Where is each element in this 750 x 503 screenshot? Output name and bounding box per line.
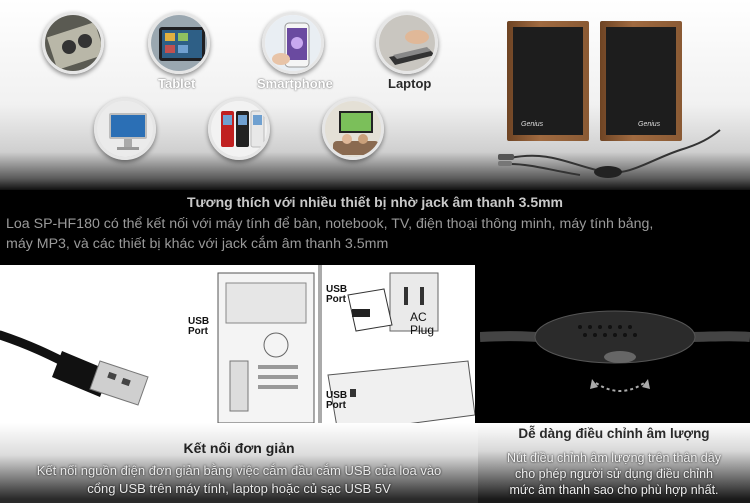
device-circle-smartphone [262, 12, 324, 74]
connect-section-bg [0, 423, 478, 503]
tv-icon [325, 101, 381, 157]
smartphone-icon [265, 15, 321, 71]
device-circle-tablet [148, 12, 210, 74]
usb-plug-panel [0, 265, 178, 423]
compat-line-2: máy MP3, và các thiết bị khác với jack c… [6, 236, 389, 252]
device-label-smartphone: Smartphone [257, 76, 333, 91]
device-circle-desktop [94, 98, 156, 160]
stereo-icon [45, 15, 101, 71]
device-circle-tv [322, 98, 384, 160]
connect-line-1: Kết nối nguồn điện đơn giản bằng việc cắ… [36, 463, 442, 478]
volume-line-3: mức âm thanh sao cho phù hợp nhất. [509, 483, 719, 497]
volume-section-bg [478, 423, 750, 503]
tablet-icon [151, 15, 207, 71]
volume-control-panel [480, 265, 750, 423]
speaker-brand-right: Genius [638, 121, 661, 128]
compat-description: Loa SP-HF180 có thể kết nối với máy tính… [6, 214, 744, 254]
ac-plug-label: AC Plug [410, 310, 435, 337]
usb-port-label-laptop: USB Port [326, 390, 348, 411]
usb-diagram-panel: USB Port USB Port AC Plug USB Port [178, 265, 475, 438]
device-circle-mp3 [208, 98, 270, 160]
laptop-icon [379, 15, 435, 71]
speaker-right: Genius [600, 21, 682, 141]
usb-plug-icon [0, 330, 149, 406]
device-label-tablet: Tablet [158, 76, 196, 91]
speaker-cable-icon [498, 129, 721, 178]
speaker-left: Genius [507, 21, 589, 141]
volume-line-2: cho phép người sử dụng điều chỉnh [515, 467, 713, 481]
device-circle-stereo [42, 12, 104, 74]
connect-description: Kết nối nguồn điện đơn giản bằng việc cắ… [14, 462, 464, 498]
volume-title: Dễ dàng điều chỉnh âm lượng [518, 426, 710, 441]
desktop-monitor-icon [97, 101, 153, 157]
device-label-laptop: Laptop [388, 76, 432, 91]
device-circle-laptop [376, 12, 438, 74]
compat-section: Tương thích với nhiều thiết bị nhờ jack … [0, 190, 750, 262]
volume-description: Nút điều chỉnh âm lượng trên thân dây ch… [486, 450, 742, 498]
compat-title: Tương thích với nhiều thiết bị nhờ jack … [186, 194, 564, 210]
volume-control-icon [480, 310, 750, 392]
volume-line-1: Nút điều chỉnh âm lượng trên thân dây [507, 451, 721, 465]
computer-diagram-icon [217, 265, 475, 438]
speaker-brand-left: Genius [521, 121, 544, 128]
usb-port-label-tower: USB Port [188, 316, 210, 337]
device-banner: Tablet Smartphone Laptop [0, 0, 750, 190]
usb-port-label-adapter: USB Port [326, 284, 348, 305]
mp3-player-icon [211, 101, 267, 157]
connect-line-2: cổng USB trên máy tính, laptop hoặc củ s… [87, 481, 391, 496]
connect-title: Kết nối đơn giản [183, 440, 295, 456]
compat-line-1: Loa SP-HF180 có thể kết nối với máy tính… [6, 216, 654, 232]
